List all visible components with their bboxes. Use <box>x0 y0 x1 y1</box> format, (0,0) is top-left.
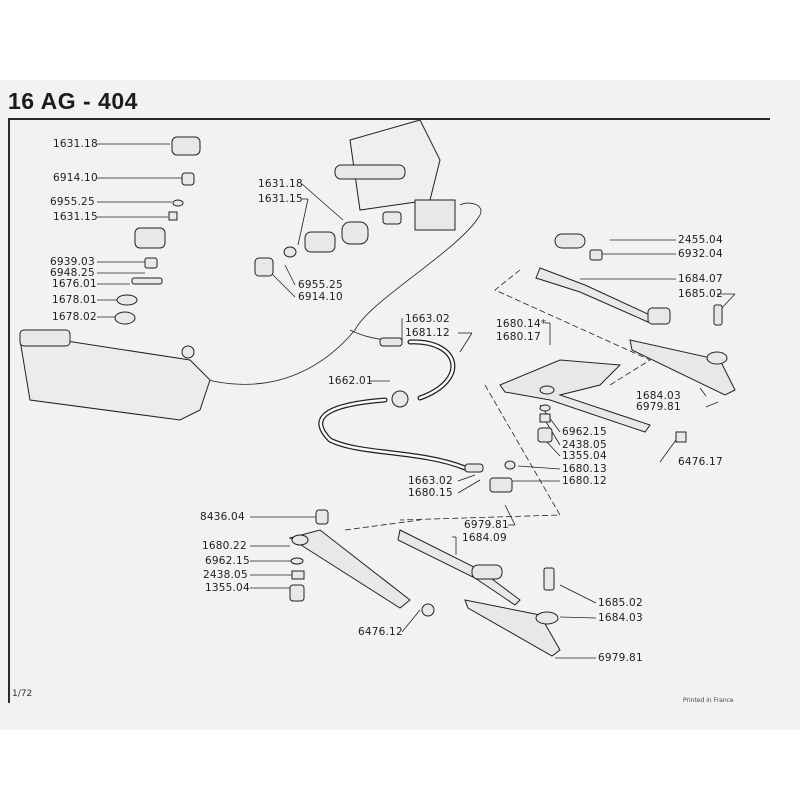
part-label-6914-10: 6914.10 <box>53 172 98 184</box>
part-label-1631-18: 1631.18 <box>53 138 98 150</box>
page-title: 16 AG - 404 <box>8 88 138 114</box>
page-number: 1/72 <box>12 689 33 699</box>
part-label-1631-15: 1631.15 <box>53 211 98 223</box>
part-label-1355-04-bottom: 1355.04 <box>205 582 250 594</box>
part-label-1684-07: 1684.07 <box>678 273 723 285</box>
part-label-1663-02-top: 1663.02 <box>405 313 450 325</box>
part-label-1684-03-top: 1684.03 <box>636 390 681 402</box>
part-label-6962-15-bottom: 6962.15 <box>205 555 250 567</box>
part-label-1681-12: 1681.12 <box>405 327 450 339</box>
part-label-1680-22: 1680.22 <box>202 540 247 552</box>
part-label-2438-05-bottom: 2438.05 <box>203 569 248 581</box>
part-label-2455-04: 2455.04 <box>678 234 723 246</box>
part-label-6948-25: 6948.25 <box>50 267 95 279</box>
part-label-1684-09: 1684.09 <box>462 532 507 544</box>
part-label-6939-03: 6939.03 <box>50 256 95 268</box>
part-label-1680-13: 1680.13 <box>562 463 607 475</box>
part-label-6955-25: 6955.25 <box>50 196 95 208</box>
part-label-1662-01: 1662.01 <box>328 375 373 387</box>
part-label-1631-15-center: 1631.15 <box>258 193 303 205</box>
frame-left-border <box>8 118 10 703</box>
frame-top-border <box>8 118 770 120</box>
part-label-1676-01: 1676.01 <box>52 278 97 290</box>
part-label-6979-81-mid: 6979.81 <box>464 519 509 531</box>
printed-in-note: Printed in France <box>683 697 734 704</box>
part-label-1680-12: 1680.12 <box>562 475 607 487</box>
part-label-6932-04: 6932.04 <box>678 248 723 260</box>
part-label-6476-12: 6476.12 <box>358 626 403 638</box>
part-label-8436-04: 8436.04 <box>200 511 245 523</box>
part-label-6914-10-center: 6914.10 <box>298 291 343 303</box>
part-label-6476-17: 6476.17 <box>678 456 723 468</box>
part-label-1678-01: 1678.01 <box>52 294 97 306</box>
part-label-1680-15: 1680.15 <box>408 487 453 499</box>
part-label-1680-14: 1680.14* <box>496 318 547 330</box>
part-label-1355-04-mid: 1355.04 <box>562 450 607 462</box>
part-label-6979-81-bottom: 6979.81 <box>598 652 643 664</box>
part-label-2438-05-mid: 2438.05 <box>562 439 607 451</box>
part-label-1631-18-center: 1631.18 <box>258 178 303 190</box>
part-label-6962-15-mid: 6962.15 <box>562 426 607 438</box>
part-label-6955-25-center: 6955.25 <box>298 279 343 291</box>
part-label-1678-02: 1678.02 <box>52 311 97 323</box>
part-label-1685-02-bottom: 1685.02 <box>598 597 643 609</box>
part-label-6979-81-top: 6979.81 <box>636 401 681 413</box>
part-label-1680-17: 1680.17 <box>496 331 541 343</box>
part-label-1684-03-bottom: 1684.03 <box>598 612 643 624</box>
part-label-1685-02-top: 1685.02 <box>678 288 723 300</box>
part-label-1663-02-bottom: 1663.02 <box>408 475 453 487</box>
